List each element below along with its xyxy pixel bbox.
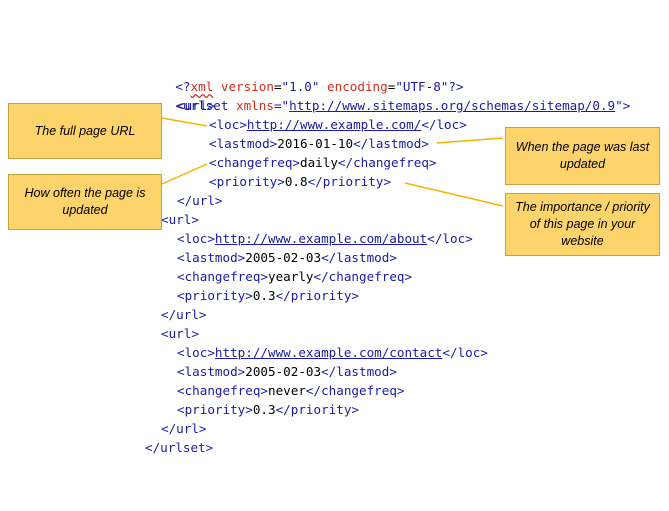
loc-close-tag: </loc> [442, 345, 488, 360]
xml-declaration: <?xml version="1.0" encoding="UTF-8"?> [175, 79, 464, 94]
lastmod-close-tag: </lastmod> [321, 250, 397, 265]
url-close-tag: </url> [161, 307, 207, 322]
changefreq-line-3: <changefreq>never</changefreq> [177, 381, 405, 400]
changefreq-open-tag: <changefreq> [177, 269, 268, 284]
changefreq-open-tag: <changefreq> [209, 155, 300, 170]
urlset-open-suffix: "> [615, 98, 631, 113]
decl-encoding-attr: encoding [327, 79, 388, 94]
decl-encoding-val: "UTF-8" [395, 79, 449, 94]
url-close-tag: </url> [177, 193, 223, 208]
loc-close-tag: </loc> [427, 231, 473, 246]
changefreq-close-tag: </changefreq> [305, 383, 405, 398]
loc-link-2[interactable]: http://www.example.com/about [214, 231, 428, 246]
urlset-open-line: <urlset xmlns="http://www.sitemaps.org/s… [145, 77, 630, 113]
url-close-2: </url> [161, 305, 207, 324]
loc-line-3: <loc>http://www.example.com/contact</loc… [177, 343, 488, 362]
lastmod-close-tag: </lastmod> [353, 136, 429, 151]
urlset-xmlns-link[interactable]: http://www.sitemaps.org/schemas/sitemap/… [289, 98, 616, 113]
lastmod-line-2: <lastmod>2005-02-03</lastmod> [177, 248, 397, 267]
lastmod-value-2: 2005-02-03 [245, 250, 322, 265]
callout-last-updated-text: When the page was last updated [515, 140, 650, 171]
priority-value-2: 0.3 [252, 288, 276, 303]
url-open-tag: <url> [161, 326, 199, 341]
lastmod-open-tag: <lastmod> [177, 364, 246, 379]
changefreq-line-2: <changefreq>yearly</changefreq> [177, 267, 412, 286]
priority-close-tag: </priority> [275, 402, 359, 417]
decl-xml: xml [190, 79, 214, 94]
url-open-tag: <url> [177, 98, 215, 113]
loc-open-tag: <loc> [209, 117, 247, 132]
callout-how-often: How often the page is updated [8, 174, 162, 230]
priority-close-tag: </priority> [275, 288, 359, 303]
priority-open-tag: <priority> [177, 288, 253, 303]
callout-last-updated: When the page was last updated [505, 127, 660, 185]
priority-value-3: 0.3 [252, 402, 276, 417]
priority-value-1: 0.8 [284, 174, 308, 189]
changefreq-open-tag: <changefreq> [177, 383, 268, 398]
lastmod-close-tag: </lastmod> [321, 364, 397, 379]
decl-close: ?> [448, 79, 464, 94]
decl-version-attr: version [220, 79, 274, 94]
changefreq-line-1: <changefreq>daily</changefreq> [209, 153, 437, 172]
loc-line-2: <loc>http://www.example.com/about</loc> [177, 229, 473, 248]
priority-line-1: <priority>0.8</priority> [209, 172, 391, 191]
decl-open: <? [175, 79, 191, 94]
callout-importance-text: The importance / priority of this page i… [515, 200, 650, 248]
urlset-close-tag: </urlset> [145, 440, 214, 455]
callout-full-page-url: The full page URL [8, 103, 162, 159]
url-open-2: <url> [161, 210, 199, 229]
url-close-tag: </url> [161, 421, 207, 436]
leader-importance [404, 182, 504, 207]
priority-close-tag: </priority> [307, 174, 391, 189]
priority-open-tag: <priority> [177, 402, 253, 417]
url-open-1: <url> [177, 96, 215, 115]
loc-close-tag: </loc> [421, 117, 467, 132]
loc-link-3[interactable]: http://www.example.com/contact [214, 345, 443, 360]
lastmod-open-tag: <lastmod> [177, 250, 246, 265]
leader-last-updated [436, 137, 504, 144]
lastmod-line-3: <lastmod>2005-02-03</lastmod> [177, 362, 397, 381]
changefreq-close-tag: </changefreq> [313, 269, 413, 284]
url-close-1: </url> [177, 191, 223, 210]
callout-full-page-url-text: The full page URL [34, 123, 136, 138]
callout-how-often-text: How often the page is updated [24, 186, 146, 217]
loc-line-1: <loc>http://www.example.com/</loc> [209, 115, 467, 134]
priority-line-3: <priority>0.3</priority> [177, 400, 359, 419]
urlset-close-line: </urlset> [145, 438, 213, 457]
decl-version-val: "1.0" [281, 79, 320, 94]
lastmod-value-1: 2016-01-10 [277, 136, 354, 151]
changefreq-value-2: yearly [268, 269, 314, 284]
callout-importance: The importance / priority of this page i… [505, 193, 660, 256]
url-open-3: <url> [161, 324, 199, 343]
lastmod-open-tag: <lastmod> [209, 136, 278, 151]
url-close-3: </url> [161, 419, 207, 438]
url-open-tag: <url> [161, 212, 199, 227]
loc-open-tag: <loc> [177, 231, 215, 246]
changefreq-close-tag: </changefreq> [337, 155, 437, 170]
loc-open-tag: <loc> [177, 345, 215, 360]
changefreq-value-1: daily [300, 155, 338, 170]
leader-full-url [161, 117, 208, 127]
urlset-eq: =" [273, 98, 290, 113]
urlset-open-tag: <urlset [175, 98, 237, 113]
lastmod-line-1: <lastmod>2016-01-10</lastmod> [209, 134, 429, 153]
leader-how-often [161, 163, 208, 185]
priority-line-2: <priority>0.3</priority> [177, 286, 359, 305]
loc-link-1[interactable]: http://www.example.com/ [246, 117, 422, 132]
changefreq-value-3: never [268, 383, 306, 398]
urlset-xmlns-attr: xmlns [236, 98, 274, 113]
priority-open-tag: <priority> [209, 174, 285, 189]
lastmod-value-3: 2005-02-03 [245, 364, 322, 379]
